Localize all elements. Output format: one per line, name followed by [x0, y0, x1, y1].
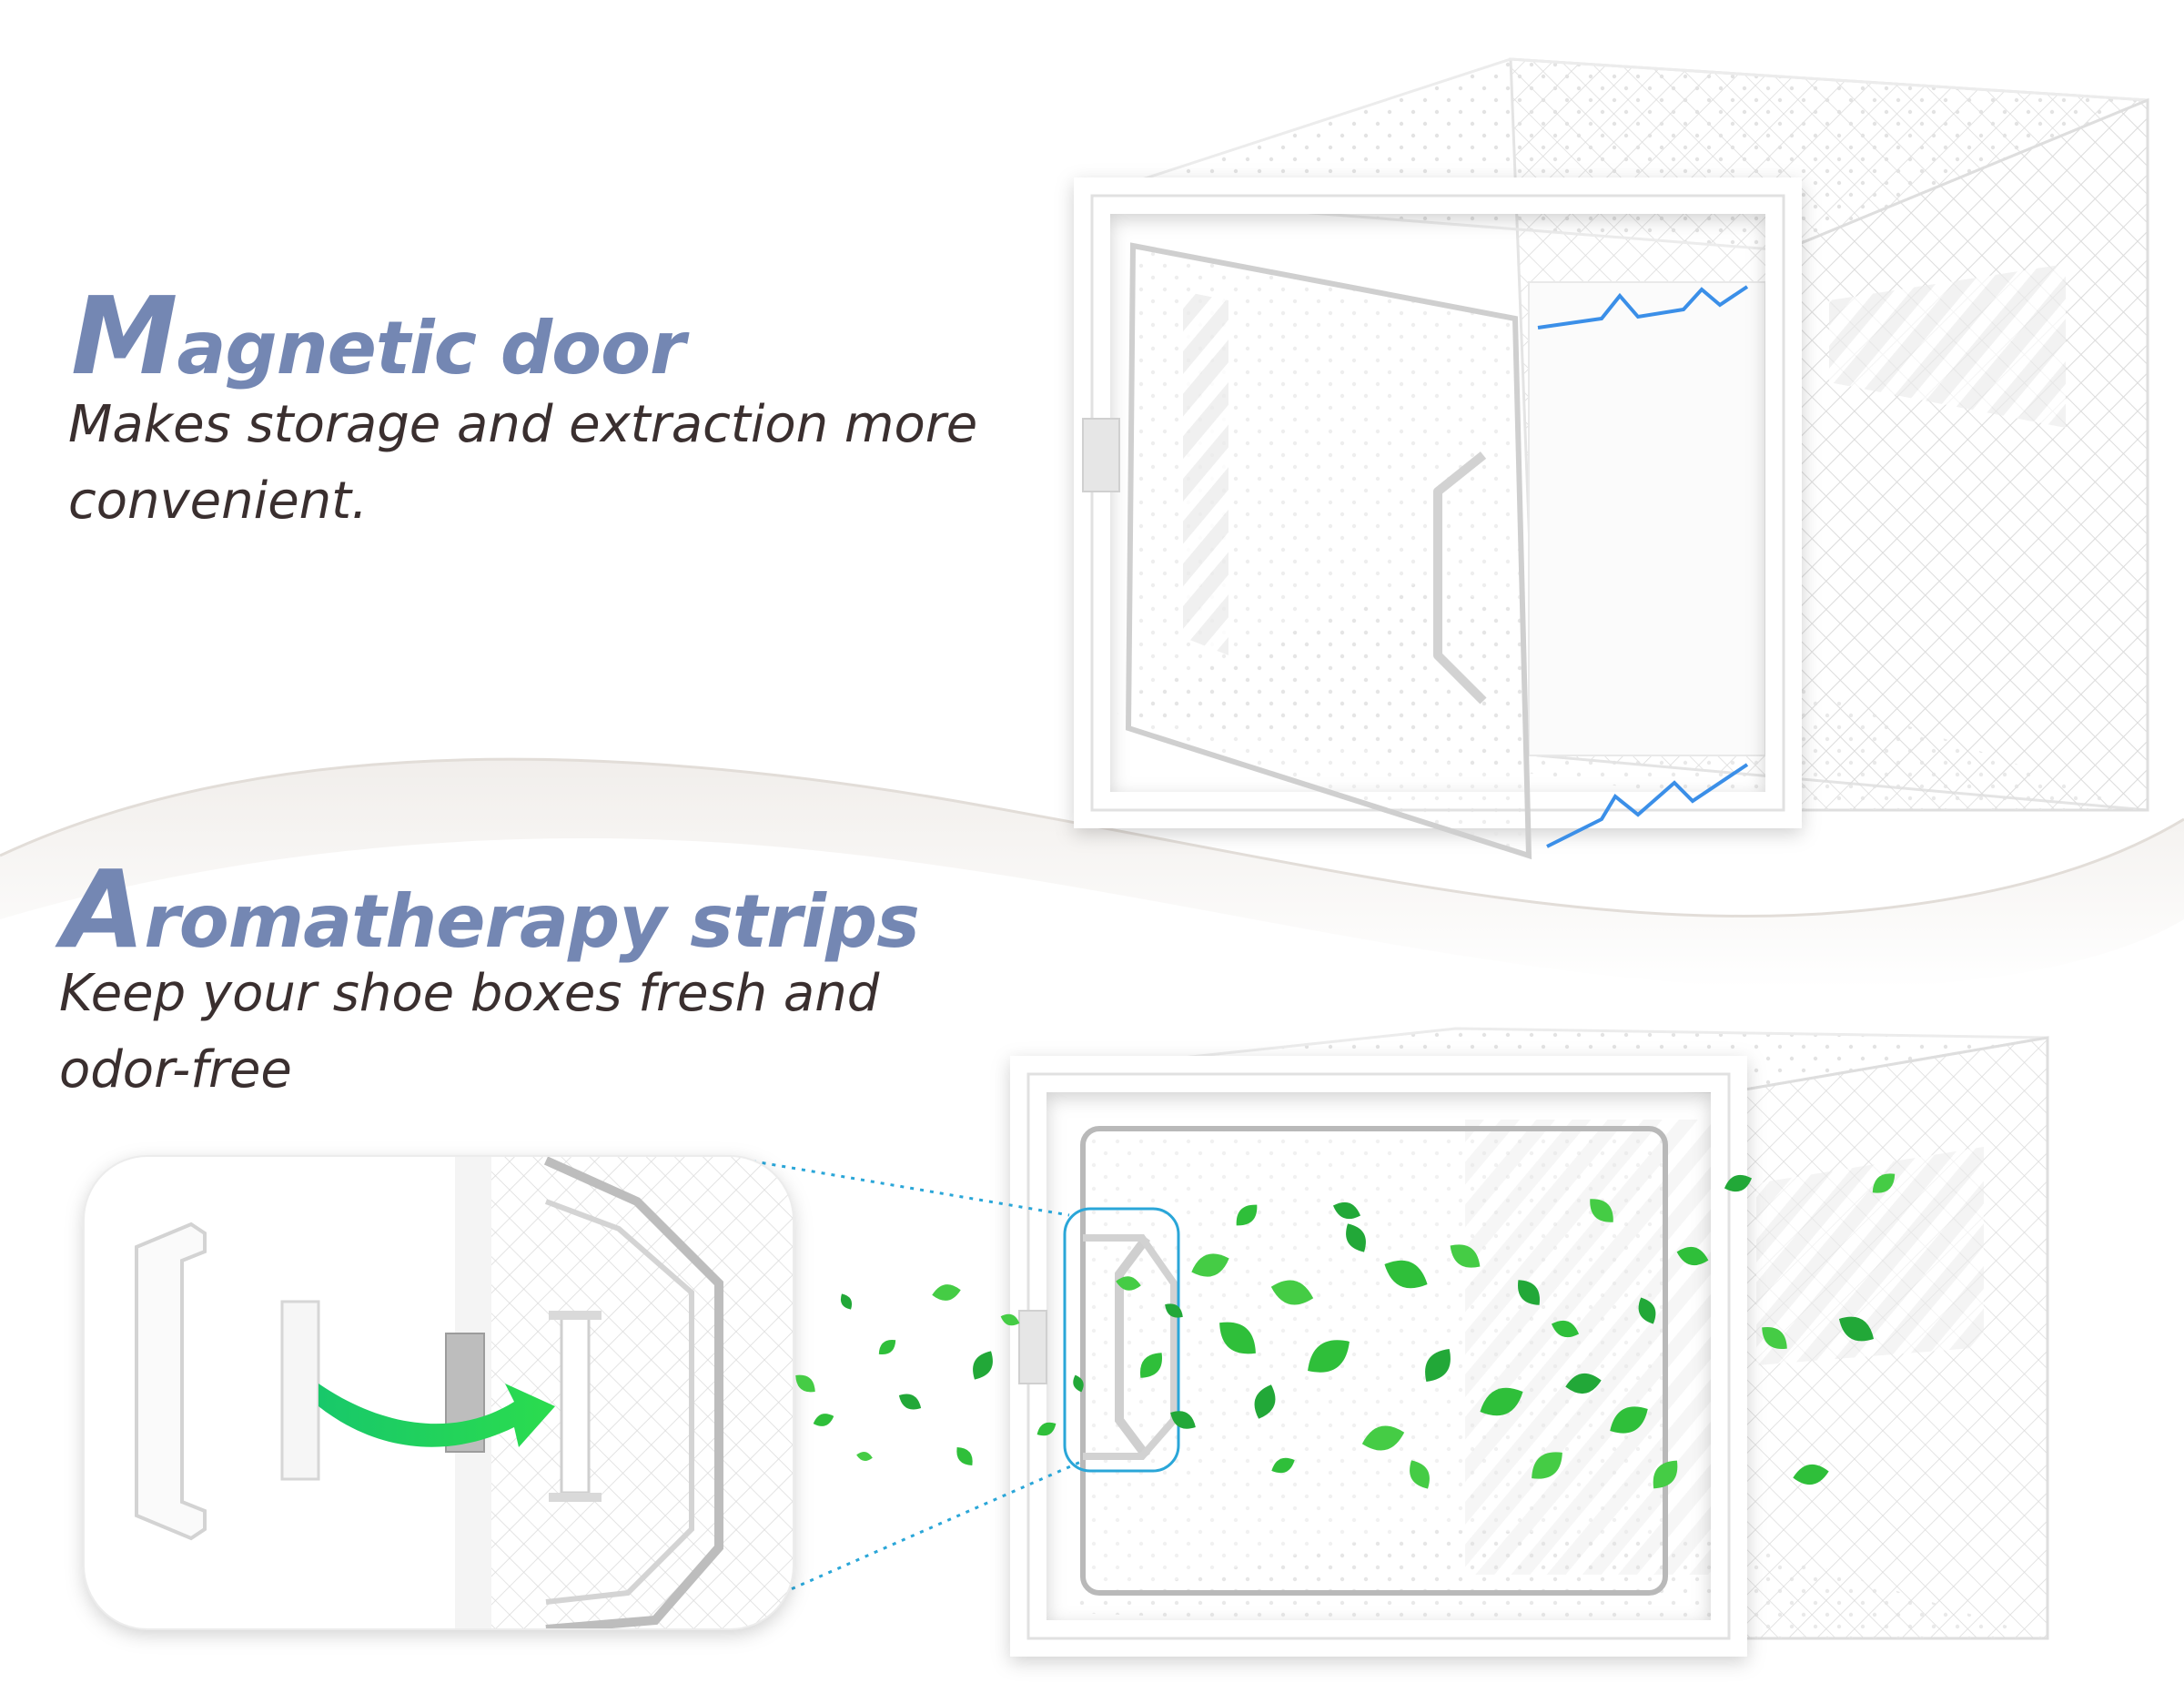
leaf-icon — [1384, 1260, 1428, 1289]
leaf-icon — [1116, 1276, 1141, 1291]
aromatherapy-title: Aromatherapy strips — [62, 846, 920, 972]
leaf-icon — [1308, 1340, 1350, 1373]
leaf-icon — [1450, 1244, 1481, 1268]
description-line: odor-free — [59, 1040, 292, 1100]
leaf-icon — [1551, 1320, 1580, 1338]
aroma-shoe-box — [732, 1027, 2049, 1657]
wave-divider — [0, 757, 2184, 989]
leaf-icon — [1332, 1201, 1361, 1220]
handle-highlight — [1063, 1207, 1180, 1473]
leaf-icon — [1271, 1457, 1295, 1474]
leaf-icon — [1191, 1253, 1229, 1277]
leaf-icon — [1236, 1204, 1258, 1226]
description-line: Makes storage and extraction more — [68, 395, 978, 454]
leaf-icon — [1518, 1280, 1540, 1305]
leaf-icon — [1410, 1460, 1430, 1489]
leaf-icon — [1762, 1327, 1787, 1349]
title-rest: romatherapy strips — [144, 879, 920, 964]
title-rest: agnetic door — [177, 306, 685, 390]
leaf-icon — [1480, 1387, 1523, 1416]
leaf-icon — [1653, 1460, 1678, 1489]
leaf-icon — [1170, 1411, 1196, 1429]
leaf-icon — [1838, 1316, 1875, 1342]
leaf-icon — [878, 1340, 896, 1354]
leaf-icon — [1590, 1199, 1613, 1222]
magnetic-door-description: Makes storage and extraction more conven… — [68, 387, 977, 540]
leaf-icon — [1565, 1373, 1602, 1394]
aroma-strip — [280, 1300, 320, 1481]
aromatherapy-description: Keep your shoe boxes fresh and odor-free — [59, 956, 879, 1109]
leaf-icon — [956, 1447, 973, 1465]
leaf-icon — [813, 1414, 834, 1426]
curved-arrow-icon — [318, 1384, 555, 1447]
leaf-icon — [1165, 1303, 1183, 1318]
magnetic-shoe-box — [1074, 57, 2149, 860]
leaf-icon — [1000, 1313, 1020, 1326]
leaf-icon — [1638, 1297, 1656, 1324]
magnetic-door-title: Magnetic door — [71, 273, 685, 399]
leaf-icon — [1219, 1322, 1256, 1354]
leaf-icon — [1676, 1246, 1709, 1266]
leaf-icon — [1270, 1280, 1314, 1305]
leaf-icon — [840, 1293, 853, 1310]
leaf-icon — [1872, 1173, 1896, 1193]
leader-line-bottom — [782, 1459, 1084, 1595]
zoom-inset — [83, 1155, 794, 1630]
description-line: convenient. — [68, 471, 368, 531]
leaf-icon — [1425, 1348, 1451, 1383]
description-line: Keep your shoe boxes fresh and — [59, 964, 880, 1023]
lightning-spark-icon — [1537, 285, 1749, 329]
leaf-icon — [1073, 1374, 1084, 1393]
leaf-icon — [973, 1351, 993, 1380]
leaf-icon — [1724, 1174, 1753, 1192]
leaf-icon — [898, 1394, 922, 1410]
leaf-icon — [1361, 1425, 1405, 1451]
title-initial: A — [62, 846, 145, 972]
leaf-cloud — [795, 1173, 1896, 1489]
leaf-icon — [856, 1452, 873, 1461]
leaf-icon — [1532, 1452, 1562, 1479]
leaf-icon — [1610, 1406, 1648, 1434]
leaf-icon — [1254, 1384, 1276, 1419]
leaf-icon — [1036, 1422, 1057, 1436]
leaf-icon — [1346, 1223, 1366, 1252]
leader-line-top — [732, 1156, 1070, 1217]
leaf-icon — [932, 1284, 961, 1301]
title-initial: M — [71, 273, 177, 399]
lightning-spark-icon — [1546, 763, 1749, 848]
leaf-icon — [1793, 1464, 1829, 1485]
leaf-icon — [795, 1374, 815, 1393]
leaf-icon — [1140, 1353, 1162, 1378]
